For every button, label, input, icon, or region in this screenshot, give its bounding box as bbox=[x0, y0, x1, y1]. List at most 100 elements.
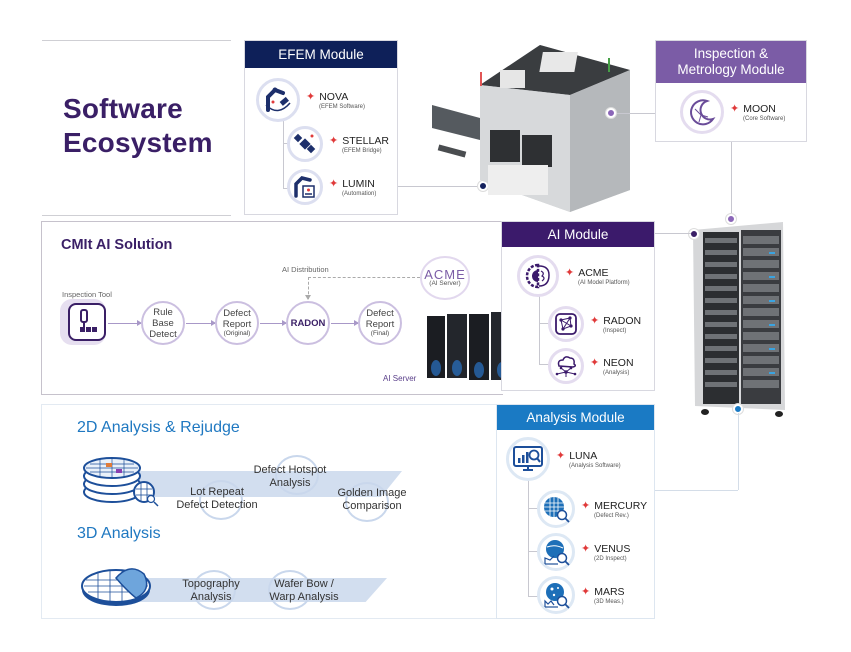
moon-icon bbox=[680, 90, 724, 134]
item-name: NOVA bbox=[319, 90, 349, 103]
analysis-item-line2: Analysis bbox=[190, 591, 232, 603]
star-icon: ✦ bbox=[306, 91, 316, 103]
item-subtitle: (Core Software) bbox=[743, 116, 786, 122]
inspection-to-rack-line bbox=[731, 142, 732, 218]
analysis-3d-arc bbox=[268, 570, 312, 610]
rack-top-dot bbox=[726, 214, 736, 224]
inspection-module-title-line1: Inspection & bbox=[693, 46, 769, 61]
item-subtitle: (3D Meas.) bbox=[594, 599, 624, 605]
ai-tree-line bbox=[539, 296, 540, 364]
acme-logo-subtitle: (AI Server) bbox=[429, 279, 461, 287]
acme-logo-text: ACME bbox=[424, 266, 466, 282]
item-name: MARS bbox=[594, 585, 625, 598]
analysis-module-title: Analysis Module bbox=[526, 409, 625, 425]
inspection-machine-image bbox=[432, 45, 630, 212]
analysis-item-mars[interactable]: ✦MARS (3D Meas.) bbox=[537, 576, 625, 614]
flow-node-defect-report-final[interactable]: Defect Report (Final) bbox=[358, 301, 402, 345]
efem-module-title: EFEM Module bbox=[278, 46, 364, 62]
server-rack-image bbox=[693, 222, 785, 417]
analysis-2d-item-lot-repeat[interactable]: Lot Repeat Defect Detection bbox=[162, 486, 272, 512]
analysis-item-line2: Analysis bbox=[269, 477, 311, 489]
inspection-module-card: Inspection & Metrology Module bbox=[655, 40, 807, 142]
star-icon: ✦ bbox=[730, 103, 740, 115]
analysis-connector-vline bbox=[738, 413, 739, 490]
ai-item-acme[interactable]: ✦ACME (AI Model Platform) bbox=[517, 255, 630, 297]
efem-item-stellar[interactable]: ✦STELLAR (EFEM Bridge) bbox=[287, 126, 389, 162]
star-icon: ✦ bbox=[565, 267, 575, 279]
analysis-2d-arc bbox=[345, 482, 389, 522]
analysis-3d-item-wafer-bow[interactable]: Wafer Bow / Warp Analysis bbox=[255, 578, 353, 604]
inspection-module-header: Inspection & Metrology Module bbox=[656, 41, 806, 83]
analysis-item-line1: Lot Repeat bbox=[190, 486, 244, 498]
page-title: Software Ecosystem bbox=[63, 92, 213, 160]
item-subtitle: (Analysis Software) bbox=[569, 463, 621, 469]
efem-connector-line bbox=[398, 186, 480, 187]
analysis-item-line1: Defect Hotspot bbox=[253, 464, 327, 476]
analysis-2d-arc bbox=[199, 480, 243, 520]
item-subtitle: (2D Inspect) bbox=[594, 556, 627, 562]
flow-node-line1: Defect bbox=[223, 308, 251, 319]
efem-item-lumin[interactable]: ✦LUMIN (Automation) bbox=[287, 169, 376, 205]
analysis-item-mercury[interactable]: ✦MERCURY (Defect Rev.) bbox=[537, 490, 647, 528]
item-name: VENUS bbox=[594, 542, 631, 555]
analysis-2d-item-golden-image[interactable]: Golden Image Comparison bbox=[324, 487, 420, 513]
inspection-tool-icon[interactable] bbox=[68, 303, 106, 341]
efem-item-nova[interactable]: ✦NOVA (EFEM Software) bbox=[256, 78, 365, 122]
inspection-module-title-line2: Metrology Module bbox=[677, 62, 785, 77]
item-subtitle: (EFEM Software) bbox=[319, 104, 366, 110]
flow-node-line1: RADON bbox=[290, 317, 326, 329]
analysis-module-card: Analysis Module bbox=[496, 404, 655, 619]
flow-node-rule-base-detect[interactable]: Rule Base Detect bbox=[141, 301, 185, 345]
acme-server-logo[interactable]: ACME (AI Server) bbox=[420, 256, 470, 300]
page-title-line1: Software bbox=[63, 93, 183, 124]
analysis-item-line2: Warp Analysis bbox=[269, 591, 339, 603]
gear-brain-icon bbox=[517, 255, 559, 297]
analysis-3d-arc bbox=[192, 570, 236, 610]
ai-item-radon[interactable]: ✦RADON (Inspect) bbox=[548, 306, 641, 342]
item-name: ACME bbox=[578, 266, 609, 279]
analysis-module-header: Analysis Module bbox=[497, 405, 654, 430]
analysis-item-luna[interactable]: ✦LUNA (Analysis Software) bbox=[506, 437, 621, 481]
wafer-magnifier-icon bbox=[537, 490, 575, 528]
analysis-3d-band bbox=[120, 578, 387, 602]
ai-item-neon[interactable]: ✦NEON (Analysis) bbox=[548, 348, 634, 384]
analysis-tree-branch bbox=[528, 551, 538, 552]
flow-node-defect-report-original[interactable]: Defect Report (Original) bbox=[215, 301, 259, 345]
inspection-item-moon[interactable]: ✦MOON (Core Software) bbox=[680, 90, 785, 134]
item-subtitle: (Analysis) bbox=[603, 370, 630, 376]
ai-tree-branch bbox=[539, 364, 549, 365]
flow-node-line2: Report bbox=[222, 319, 252, 330]
flow-node-note: (Final) bbox=[370, 330, 390, 337]
star-icon: ✦ bbox=[590, 357, 600, 369]
efem-module-header: EFEM Module bbox=[245, 41, 397, 68]
analysis-item-venus[interactable]: ✦VENUS (2D Inspect) bbox=[537, 533, 630, 571]
planet-measure-icon bbox=[537, 576, 575, 614]
item-subtitle: (Defect Rev.) bbox=[594, 513, 629, 519]
ai-distribution-arrowhead bbox=[305, 295, 311, 300]
title-top-divider bbox=[42, 40, 231, 41]
analysis-tree-line bbox=[528, 472, 529, 596]
wafer-stack-icon bbox=[83, 457, 159, 507]
wafer-3d-icon bbox=[81, 568, 151, 606]
analysis-panel bbox=[41, 404, 496, 619]
analysis-connector-line bbox=[655, 490, 738, 491]
page-title-line2: Ecosystem bbox=[63, 127, 213, 158]
ai-module-title: AI Module bbox=[547, 226, 609, 242]
ai-solution-title: CMIt AI Solution bbox=[61, 237, 173, 253]
flow-node-radon[interactable]: RADON bbox=[286, 301, 330, 345]
item-subtitle: (Automation) bbox=[342, 191, 377, 197]
title-bottom-divider bbox=[42, 215, 231, 216]
analysis-3d-item-topography[interactable]: Topography Analysis bbox=[165, 578, 257, 604]
inspection-connector-dot bbox=[606, 108, 616, 118]
analysis-item-line1: Golden Image bbox=[337, 487, 407, 499]
flow-node-line1: Defect bbox=[366, 308, 394, 319]
sphere-inspect-icon bbox=[537, 533, 575, 571]
ai-module-header: AI Module bbox=[502, 222, 654, 247]
item-subtitle: (Inspect) bbox=[603, 328, 627, 334]
ai-server-image bbox=[427, 312, 513, 380]
inspection-tool-label: Inspection Tool bbox=[62, 290, 112, 299]
analysis-2d-item-hotspot[interactable]: Defect Hotspot Analysis bbox=[242, 464, 338, 490]
ai-distribution-dashed-line bbox=[308, 277, 420, 299]
ai-server-label: AI Server bbox=[383, 374, 417, 383]
ai-solution-panel bbox=[41, 221, 503, 395]
